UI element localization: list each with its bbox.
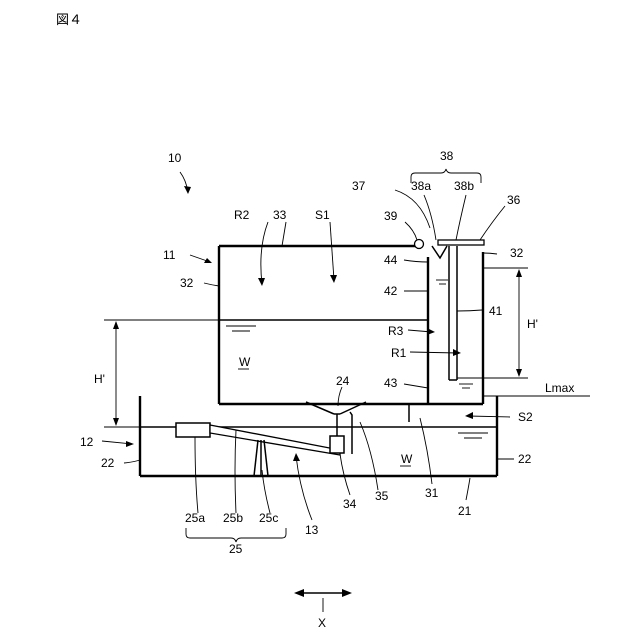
float-25a	[176, 423, 210, 437]
leader-32-left	[204, 283, 219, 286]
label-21: 21	[458, 504, 472, 518]
label-11: 11	[163, 248, 176, 262]
label-h-left: H'	[94, 372, 105, 386]
arrow-head	[184, 186, 191, 194]
arrow-head	[294, 589, 304, 597]
arrow-head	[113, 321, 119, 329]
label-43: 43	[384, 376, 398, 390]
leader-36	[480, 206, 505, 240]
arrow-head	[258, 278, 265, 286]
leader-34	[340, 454, 350, 495]
label-37: 37	[352, 179, 366, 193]
label-32-left: 32	[180, 276, 194, 290]
label-38: 38	[440, 149, 454, 163]
leader-38b	[456, 195, 466, 240]
lever-arm-25b	[210, 425, 340, 455]
leader-31	[420, 418, 432, 484]
leader-r2	[261, 222, 268, 284]
leader-21	[466, 478, 470, 500]
label-10: 10	[168, 151, 182, 165]
leader-s2	[468, 416, 510, 417]
label-31: 31	[425, 486, 439, 500]
label-r2: R2	[234, 208, 250, 222]
label-r1: R1	[391, 346, 407, 360]
leader-32-right	[483, 253, 497, 254]
label-12: 12	[80, 435, 94, 449]
label-32-right: 32	[510, 246, 524, 260]
label-33: 33	[273, 208, 287, 222]
leader-s1	[330, 222, 334, 280]
leader-43	[404, 384, 428, 388]
arrow-head	[342, 589, 352, 597]
arrow-head	[516, 369, 522, 377]
label-38b: 38b	[454, 179, 474, 193]
label-s1: S1	[315, 208, 330, 222]
dimension-h-left	[104, 320, 219, 427]
leader-39	[405, 222, 417, 240]
label-s2: S2	[518, 410, 533, 424]
arrow-head	[516, 269, 522, 277]
arrow-head	[465, 412, 473, 419]
label-25: 25	[229, 542, 243, 556]
label-41: 41	[489, 304, 503, 318]
label-22-right: 22	[518, 452, 532, 466]
dimension-h-right	[457, 268, 528, 378]
label-x: X	[318, 616, 326, 630]
label-39: 39	[384, 209, 398, 223]
valve-pipe-35	[350, 412, 352, 454]
label-24: 24	[336, 374, 350, 388]
leader-44	[404, 260, 428, 262]
leader-r1	[410, 352, 458, 353]
leader-25b	[235, 430, 236, 513]
label-22-left: 22	[101, 456, 115, 470]
float-mechanism	[176, 423, 340, 476]
figure-title: 図４	[56, 13, 82, 28]
upper-tank	[219, 246, 483, 422]
arrow-head	[330, 275, 337, 283]
leader-33	[282, 222, 286, 246]
label-38a: 38a	[411, 179, 431, 193]
arrow-head	[427, 328, 435, 335]
label-lmax: Lmax	[545, 381, 574, 395]
hinge-39	[415, 240, 424, 249]
label-34: 34	[343, 497, 357, 511]
leader-13	[296, 456, 312, 520]
label-h-right: H'	[527, 317, 538, 331]
brace-25	[186, 528, 286, 542]
label-w-tank: W	[239, 355, 251, 369]
leader-35	[360, 422, 378, 490]
label-25b: 25b	[223, 511, 243, 525]
reference-labels: 10 11 12 13 21 22 22 24 25 25a 25b 25c 3…	[80, 149, 574, 630]
leader-41	[457, 310, 482, 311]
pivot-leg-25c	[264, 440, 268, 476]
label-36: 36	[507, 193, 521, 207]
leader-22-left	[124, 460, 140, 463]
label-r3: R3	[388, 324, 404, 338]
lid-plate-36	[438, 240, 484, 245]
arrow-head	[293, 453, 300, 461]
x-direction-arrow	[294, 589, 352, 612]
label-w-tray: W	[401, 452, 413, 466]
arrow-head	[113, 418, 119, 426]
label-35: 35	[375, 489, 389, 503]
valve-body-34	[330, 436, 344, 453]
label-44: 44	[384, 253, 398, 267]
label-13: 13	[305, 523, 319, 537]
pivot-leg-25c	[254, 440, 258, 476]
label-25c: 25c	[259, 511, 278, 525]
label-42: 42	[384, 284, 398, 298]
valve-44	[432, 246, 447, 258]
inner-tube	[436, 246, 473, 388]
arrow-head	[126, 441, 134, 447]
label-25a: 25a	[185, 511, 205, 525]
leader-lines	[102, 169, 514, 542]
